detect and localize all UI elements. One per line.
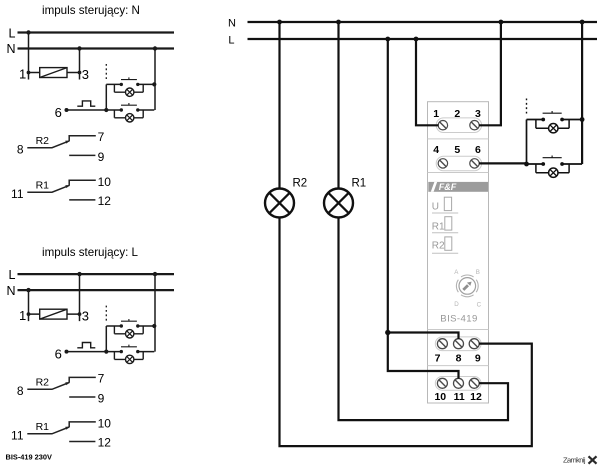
- svg-text:8: 8: [456, 353, 462, 365]
- svg-text:N: N: [6, 42, 15, 56]
- svg-text:R2: R2: [432, 240, 445, 251]
- svg-text:Zamknij: Zamknij: [563, 455, 586, 464]
- svg-text:1: 1: [19, 66, 26, 81]
- svg-text:12: 12: [98, 194, 112, 208]
- svg-text:impuls sterujący: L: impuls sterujący: L: [42, 246, 139, 259]
- svg-text:R2: R2: [293, 178, 308, 190]
- svg-text:BIS-419: BIS-419: [440, 314, 477, 325]
- svg-text:N: N: [228, 18, 236, 30]
- svg-text:U: U: [432, 202, 439, 213]
- svg-text:C: C: [477, 301, 482, 308]
- svg-text:11: 11: [11, 187, 24, 201]
- svg-text:R1: R1: [432, 222, 445, 233]
- svg-text:D: D: [454, 301, 459, 308]
- svg-text:B: B: [476, 269, 480, 276]
- svg-text:8: 8: [17, 142, 24, 156]
- svg-text:10: 10: [434, 391, 446, 403]
- svg-text:10: 10: [98, 175, 112, 189]
- svg-text:6: 6: [55, 105, 62, 120]
- svg-text:4: 4: [433, 144, 439, 156]
- svg-text:12: 12: [470, 391, 482, 403]
- svg-text:2: 2: [454, 108, 460, 120]
- svg-text:R2: R2: [36, 135, 50, 147]
- svg-text:5: 5: [454, 144, 460, 156]
- svg-text:F&F: F&F: [439, 182, 457, 192]
- svg-text:11: 11: [454, 391, 465, 403]
- svg-text:L: L: [9, 26, 16, 40]
- svg-text:3: 3: [475, 108, 481, 120]
- svg-text:7: 7: [435, 353, 441, 365]
- svg-text:6: 6: [475, 144, 481, 156]
- svg-text:A: A: [454, 269, 459, 276]
- svg-text:3: 3: [82, 67, 89, 82]
- svg-text:L: L: [228, 35, 234, 47]
- svg-text:R1: R1: [36, 180, 50, 192]
- svg-text:R1: R1: [352, 178, 367, 190]
- svg-text:7: 7: [98, 130, 105, 144]
- svg-text:9: 9: [475, 353, 481, 365]
- svg-text:1: 1: [433, 108, 439, 120]
- svg-text:N: N: [6, 284, 15, 298]
- svg-text:impuls sterujący: N: impuls sterujący: N: [42, 4, 140, 17]
- svg-text:BIS-419 230V: BIS-419 230V: [6, 452, 52, 461]
- svg-text:L: L: [9, 268, 16, 282]
- svg-text:9: 9: [98, 150, 105, 164]
